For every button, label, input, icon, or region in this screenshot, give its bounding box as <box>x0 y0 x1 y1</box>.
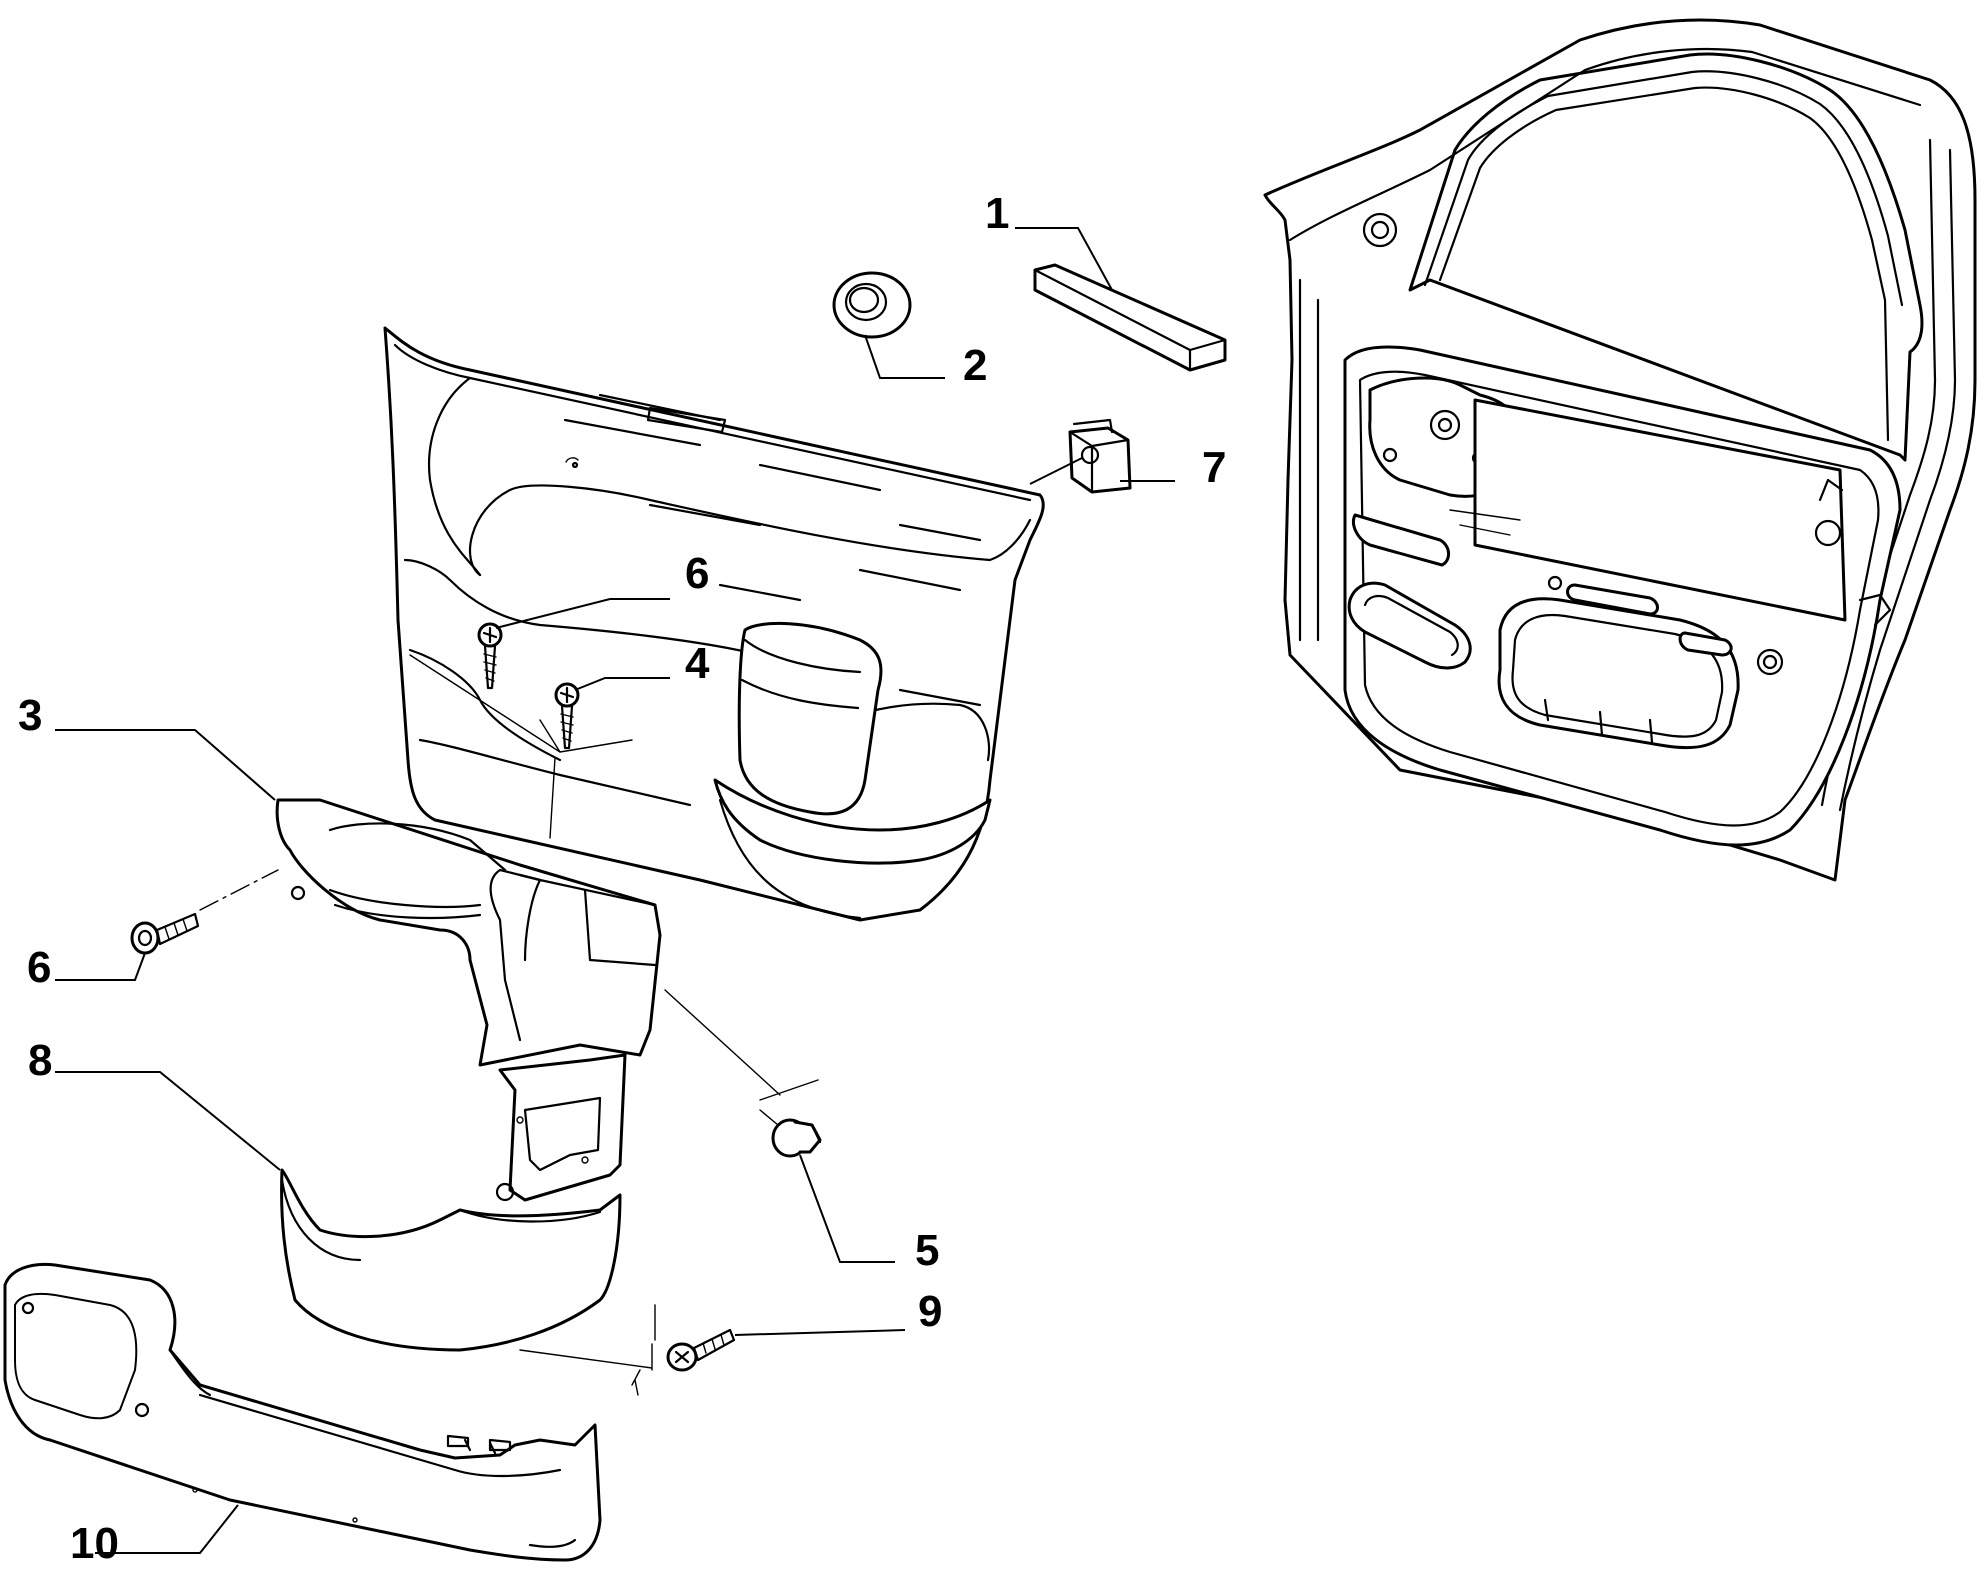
callout-3: 3 <box>18 691 42 740</box>
part-1-strip <box>1033 263 1227 372</box>
screw-6-lower <box>130 912 200 955</box>
callout-6-lower: 6 <box>27 943 51 992</box>
door-panel <box>383 326 1045 922</box>
door-frame <box>1263 18 1977 882</box>
callout-8: 8 <box>28 1036 52 1085</box>
screw-6-upper <box>477 622 503 690</box>
callout-6-upper: 6 <box>685 549 709 598</box>
part-5-cap <box>771 1118 822 1158</box>
part-2-grommet <box>832 271 912 339</box>
part-7-clip <box>1068 418 1132 494</box>
callout-10: 10 <box>70 1519 119 1568</box>
callout-5: 5 <box>915 1226 939 1275</box>
callout-7: 7 <box>1202 443 1226 492</box>
screw-4 <box>554 682 580 750</box>
callout-2: 2 <box>963 341 987 390</box>
part-8-pocket <box>280 1168 622 1352</box>
callout-4: 4 <box>685 639 710 688</box>
callout-labels: 1 2 7 6 4 3 6 8 5 9 10 <box>18 189 1226 1568</box>
callout-1: 1 <box>985 189 1009 238</box>
screw-9 <box>666 1328 736 1372</box>
leader-lines <box>55 227 1175 1554</box>
part-10-lower-trim <box>3 1262 602 1562</box>
callout-9: 9 <box>918 1287 942 1336</box>
part-3-armrest <box>275 798 662 1202</box>
